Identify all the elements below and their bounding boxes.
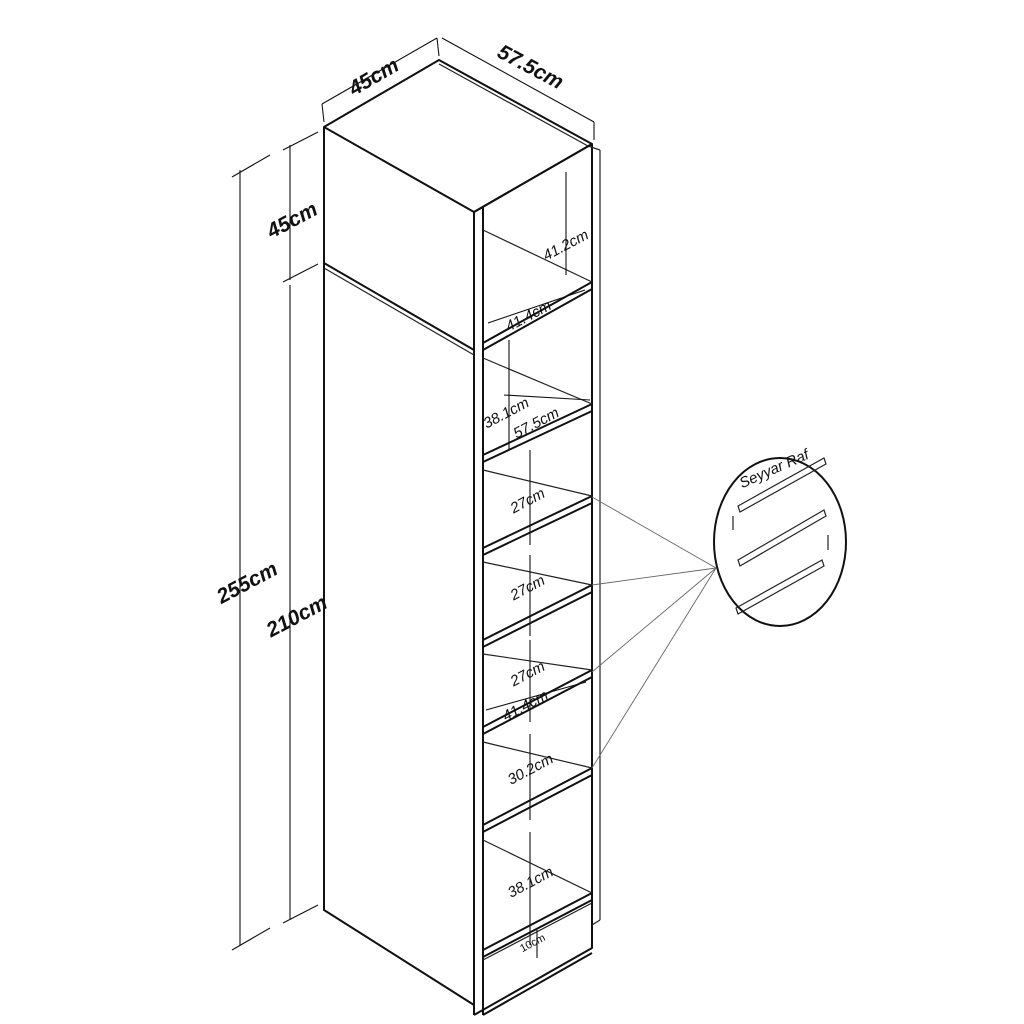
- label-lower-height: 210cm: [262, 591, 331, 642]
- leader-4: [591, 567, 717, 769]
- shelf-b-depth: [482, 357, 593, 405]
- label-shelf-1: 27cm: [507, 485, 548, 518]
- dim-top-width-tick-a: [321, 103, 325, 123]
- shelf-c-depth: [482, 469, 593, 497]
- shelf-e: [482, 669, 593, 728]
- detail-ellipse: [713, 457, 847, 627]
- bottom-back: [591, 919, 601, 926]
- shelf-a-depth: [482, 229, 593, 283]
- label-shelf-3: 27cm: [507, 658, 548, 691]
- shelf-e-under: [482, 676, 593, 735]
- label-mid-width: 41.4cm: [500, 687, 551, 725]
- dim-top-depth: [441, 37, 595, 123]
- right-top-corner: [587, 145, 601, 151]
- cabinet-outline: [323, 59, 601, 1016]
- bottom-inner: [482, 952, 593, 1016]
- bottom-front: [473, 925, 593, 1016]
- label-shelf-2: 27cm: [507, 572, 548, 605]
- leader-lines: [591, 496, 717, 769]
- detail-shelf-2: [737, 509, 827, 567]
- shelf-g-under: [482, 899, 593, 958]
- upper-box-divider: [323, 262, 475, 351]
- leader-1: [591, 496, 717, 569]
- shelf-f: [482, 767, 593, 826]
- dim-lower-height-tick-bottom: [282, 904, 319, 924]
- shelf-f-under: [482, 774, 593, 833]
- label-top-depth: 57.5cm: [494, 40, 568, 94]
- dim-box-height-tick-bottom: [282, 263, 319, 283]
- leader-3: [591, 567, 717, 673]
- shelf-a-under: [482, 288, 593, 351]
- dim-top-width-tick-b: [436, 37, 440, 57]
- top-front-edge: [473, 143, 593, 213]
- top-face-edge: [438, 63, 589, 147]
- shelf-c-under: [482, 502, 593, 556]
- dim-mid-width: [485, 681, 587, 711]
- label-shelf-4: 30.2cm: [505, 750, 556, 788]
- shelf-e-depth: [482, 653, 593, 671]
- detail-shelf-1: [737, 457, 827, 513]
- dim-top-inner-width: [487, 289, 586, 324]
- dim-total-height-tick-bottom: [231, 927, 271, 951]
- label-bottom: 38.1cm: [505, 863, 556, 901]
- leader-2: [591, 567, 717, 586]
- label-box-height: 45cm: [262, 198, 321, 244]
- shelf-g: [482, 892, 593, 951]
- dim-depth: [503, 394, 591, 401]
- inner-dimensions: [485, 172, 591, 958]
- shelf-d-depth: [482, 561, 593, 586]
- shelf-d: [482, 584, 593, 641]
- label-total-height: 255cm: [212, 558, 281, 609]
- detail-shelf-3: [735, 559, 825, 615]
- label-top-inner-width: 41.4cm: [503, 297, 554, 335]
- shelf-d-under: [482, 591, 593, 648]
- left-side-panel: [323, 127, 475, 1006]
- shelf-a: [482, 281, 593, 344]
- dim-top-width: [321, 37, 438, 105]
- label-top-width: 45cm: [344, 54, 403, 101]
- shelf-g-depth: [482, 839, 593, 894]
- detail-circle: [713, 457, 847, 627]
- upper-box-divider-2: [323, 267, 475, 356]
- shelf-f-depth: [482, 741, 593, 769]
- shelves: [482, 229, 593, 961]
- dim-total-height-tick-top: [231, 154, 271, 178]
- shelf-c: [482, 495, 593, 549]
- dim-box-height-tick-top: [282, 131, 319, 151]
- shelf-b: [482, 403, 593, 456]
- outer-dimensions: [231, 37, 595, 951]
- shelf-b-under: [482, 410, 593, 463]
